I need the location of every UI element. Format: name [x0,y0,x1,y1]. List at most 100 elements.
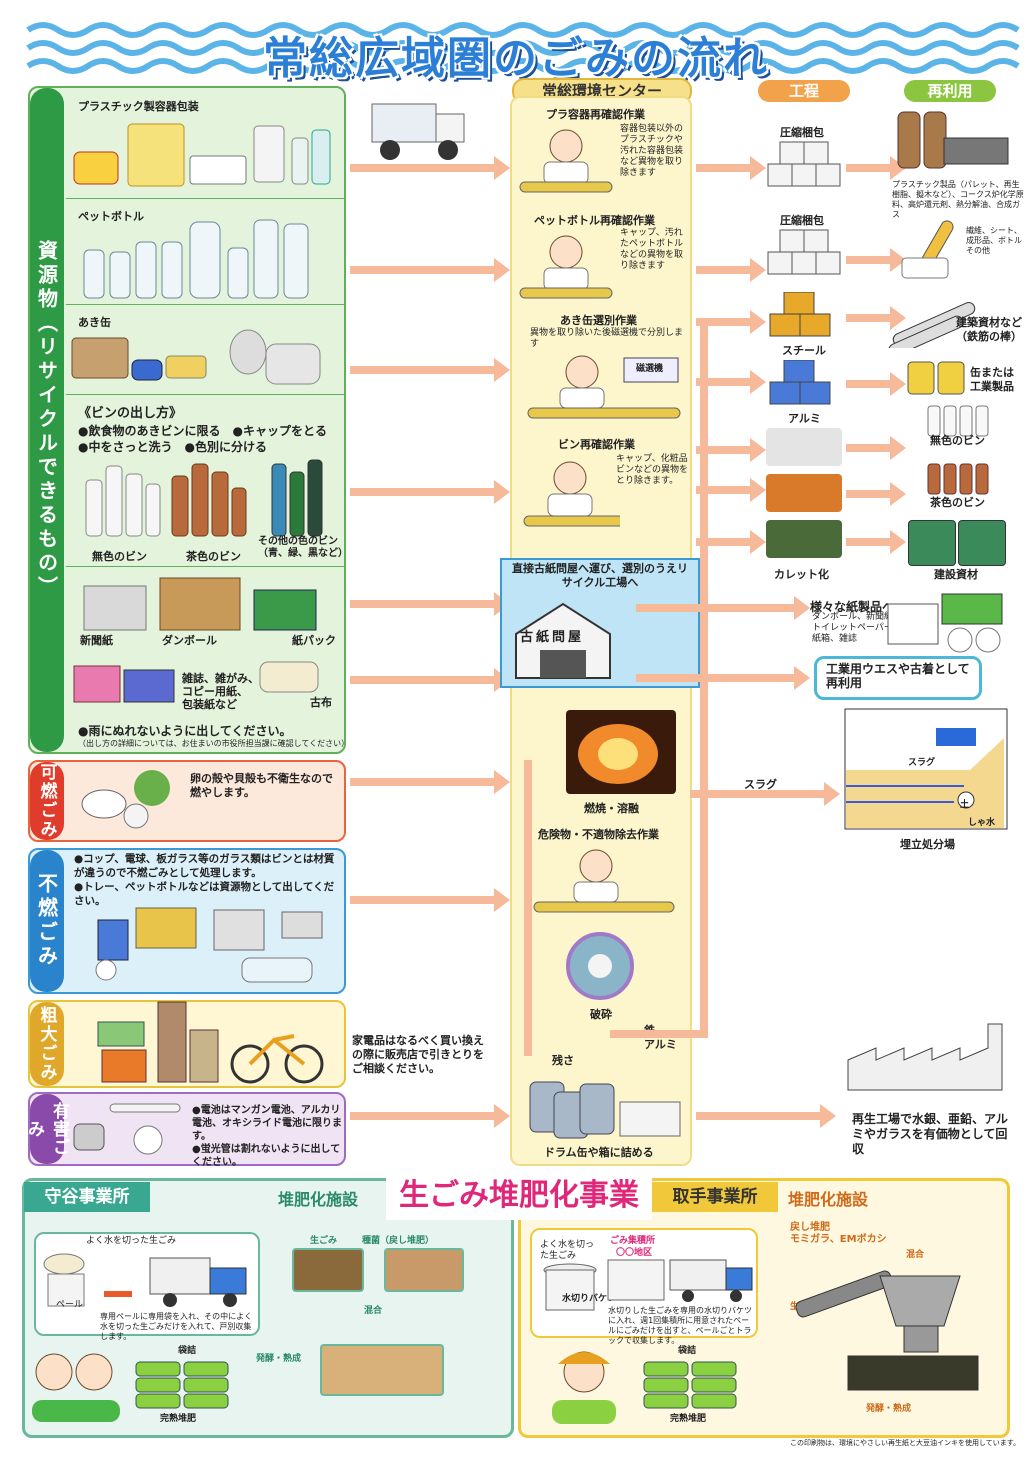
moriya-facility-label: 堆肥化施設 [278,1190,359,1209]
steel-bale-icon [768,291,832,338]
flow-line [610,1030,708,1038]
bulky-note: 家電品はなるべく買い換えの際に販売店で引きとりをご相談ください。 [352,1034,484,1075]
flow-arrow [846,306,906,330]
flow-arrow [696,1104,836,1128]
flow-arrow [350,156,510,180]
iron-alu-label: 鉄 アルミ [644,1024,677,1051]
flow-arrow [846,372,906,396]
plastic-reuse-desc: プラスチック製品（パレット、再生樹脂、擬木など）、コークス炉化学原料、高炉還元剤… [892,180,1024,219]
brown-bottle-label: 茶色のビン [186,550,241,563]
plastic-label: プラスチック製容器包装 [78,100,199,113]
moriya-header: 守谷事業所 [24,1182,150,1212]
bulky-tab: 粗大ごみ [30,1002,64,1086]
cloth-illustration [258,656,320,696]
cloth-reuse-box [814,656,982,700]
divider [66,304,344,305]
bucket-icon [540,1262,600,1312]
landfill-slag-label: スラグ [908,758,936,768]
nonburnable-illustration [92,900,336,990]
nonburnable-note: ●コップ、電球、板ガラス等のガラス類はビンとは材質が違うので不燃ごみとして処理し… [74,853,335,907]
magazine-illustration [72,652,178,706]
steel-bars-illustration [884,288,980,357]
brown-bottles-icon [926,460,992,496]
compost-title: 生ごみ堆肥化事業 [386,1172,652,1220]
flow-arrow [350,770,510,794]
burnable-note: 卵の殻や貝殻も不衛生なので燃やします。 [190,772,333,799]
flow-arrow [696,438,766,462]
bagging-label: 袋詰 [178,1346,197,1356]
aluminum-label: アルミ [788,412,821,425]
flow-arrow [350,358,510,382]
colorless-reuse-label: 無色のビン [930,434,985,447]
pet-process-title: ペットボトル再確認作業 [534,214,655,227]
wave-background [26,22,1020,74]
landfill-seal-label: しゃ水 [968,818,996,828]
ferment-bin [320,1344,444,1396]
flow-arrow [350,888,510,912]
mix-label: 混合 [364,1306,383,1316]
compost-bags-illustration [132,1356,236,1412]
ferment-label-2: 発酵・熟成 [866,1404,912,1414]
truck-icon [366,98,472,164]
hazardous-note: ●電池はマンガン電池、アルカリ電池、オキシライド電池に限ります。 ●蛍光管は割れ… [192,1105,342,1168]
return-compost-label-2: 戻し堆肥 モミガラ、EMボカシ [790,1222,887,1245]
oldcloth-label: 古布 [310,696,332,709]
finished-label-2: 完熟堆肥 [670,1414,707,1424]
flow-arrow [690,782,840,806]
toride-note: 水切りした生ごみを専用の水切りバケツに入れ、週1回集積所に用意されたペールにごみ… [608,1306,752,1345]
flow-arrow [846,482,906,506]
burn-label: 燃焼・溶融 [584,802,639,815]
resource-panel [28,86,346,754]
factory-illustration [846,1020,1018,1092]
garbage-label: 生ごみ [310,1236,338,1246]
flow-arrow [696,258,766,282]
flow-arrow [636,596,810,620]
colorless-cullet-image [766,428,842,466]
pet-products-illustration [900,214,966,282]
flow-arrow [350,668,510,692]
station-sub-label: 〇〇地区 [616,1248,653,1258]
colorless-bottle-label: 無色のビン [92,550,147,563]
can-label: あき缶 [78,316,111,329]
flow-arrow [696,370,766,394]
resource-tab: 資源物（リサイクルできるもの） [30,88,64,752]
footer-note: この印刷物は、環境にやさしい再生紙と大豆油インキを使用しています。 [790,1439,1021,1447]
mixer-illustration [784,1256,984,1396]
squeeze-label: よく水を切った生ごみ [86,1236,177,1246]
press-label-1: 圧縮梱包 [780,126,824,139]
ferment-label: 発酵・熟成 [256,1354,302,1364]
magazines-label: 雑誌、雑がみ、 コピー用紙、 包装紙など [182,672,259,711]
bottle-rule-2: ●中をさっと洗う ●色別に分ける [78,440,267,454]
bottle-process-title: ビン再確認作業 [558,438,635,451]
return-compost-label: 種菌（戻し堆肥） [362,1236,435,1246]
recovery-label: 再生工場で水銀、亜鉛、アルミやガラスを有価物として回収 [852,1112,1008,1156]
flow-arrow [696,478,766,502]
flow-line [700,326,708,1036]
bale-icon [766,140,842,188]
drum-label: ドラム缶や箱に詰める [544,1146,654,1159]
can-process-title: あき缶選別作業 [560,314,637,327]
steel-reuse-label: 建築資材など （鉄筋の棒） [956,316,1022,343]
worker-illustration [516,228,616,302]
brown-cullet-image [766,474,842,512]
divider [66,198,344,199]
other-cullet-image [766,520,842,558]
hazardous-tab: 有害ごみ [24,1094,69,1164]
flow-arrow [636,666,810,690]
title-banner: 常総広域圏のごみの流れ [0,12,1032,84]
page-title: 常総広域圏のごみの流れ [263,33,769,84]
plastic-process-desc: 容器包装以外のプラスチックや汚れた容器包装など異物を取り除きます [620,124,684,178]
bottle-illustration [80,454,340,540]
can-illustration [70,318,330,390]
pet-reuse-desc: 繊維、シート、成形品、ボトルその他 [966,226,1022,255]
bottle-process-desc: キャップ、化粧品ビンなどの異物をとり除きます。 [616,454,689,486]
colorless-bottles-icon [926,402,992,438]
plastic-products-illustration [896,104,1012,176]
flow-arrow [696,530,766,554]
flow-arrow [846,530,906,554]
toride-facility-label: 堆肥化施設 [788,1190,869,1209]
paper-illustration [80,576,330,636]
bottle-rule-1: ●飲食物のあきビンに限る ●キャップをとる [78,424,327,438]
flow-arrow [350,592,510,616]
divider [66,394,344,395]
